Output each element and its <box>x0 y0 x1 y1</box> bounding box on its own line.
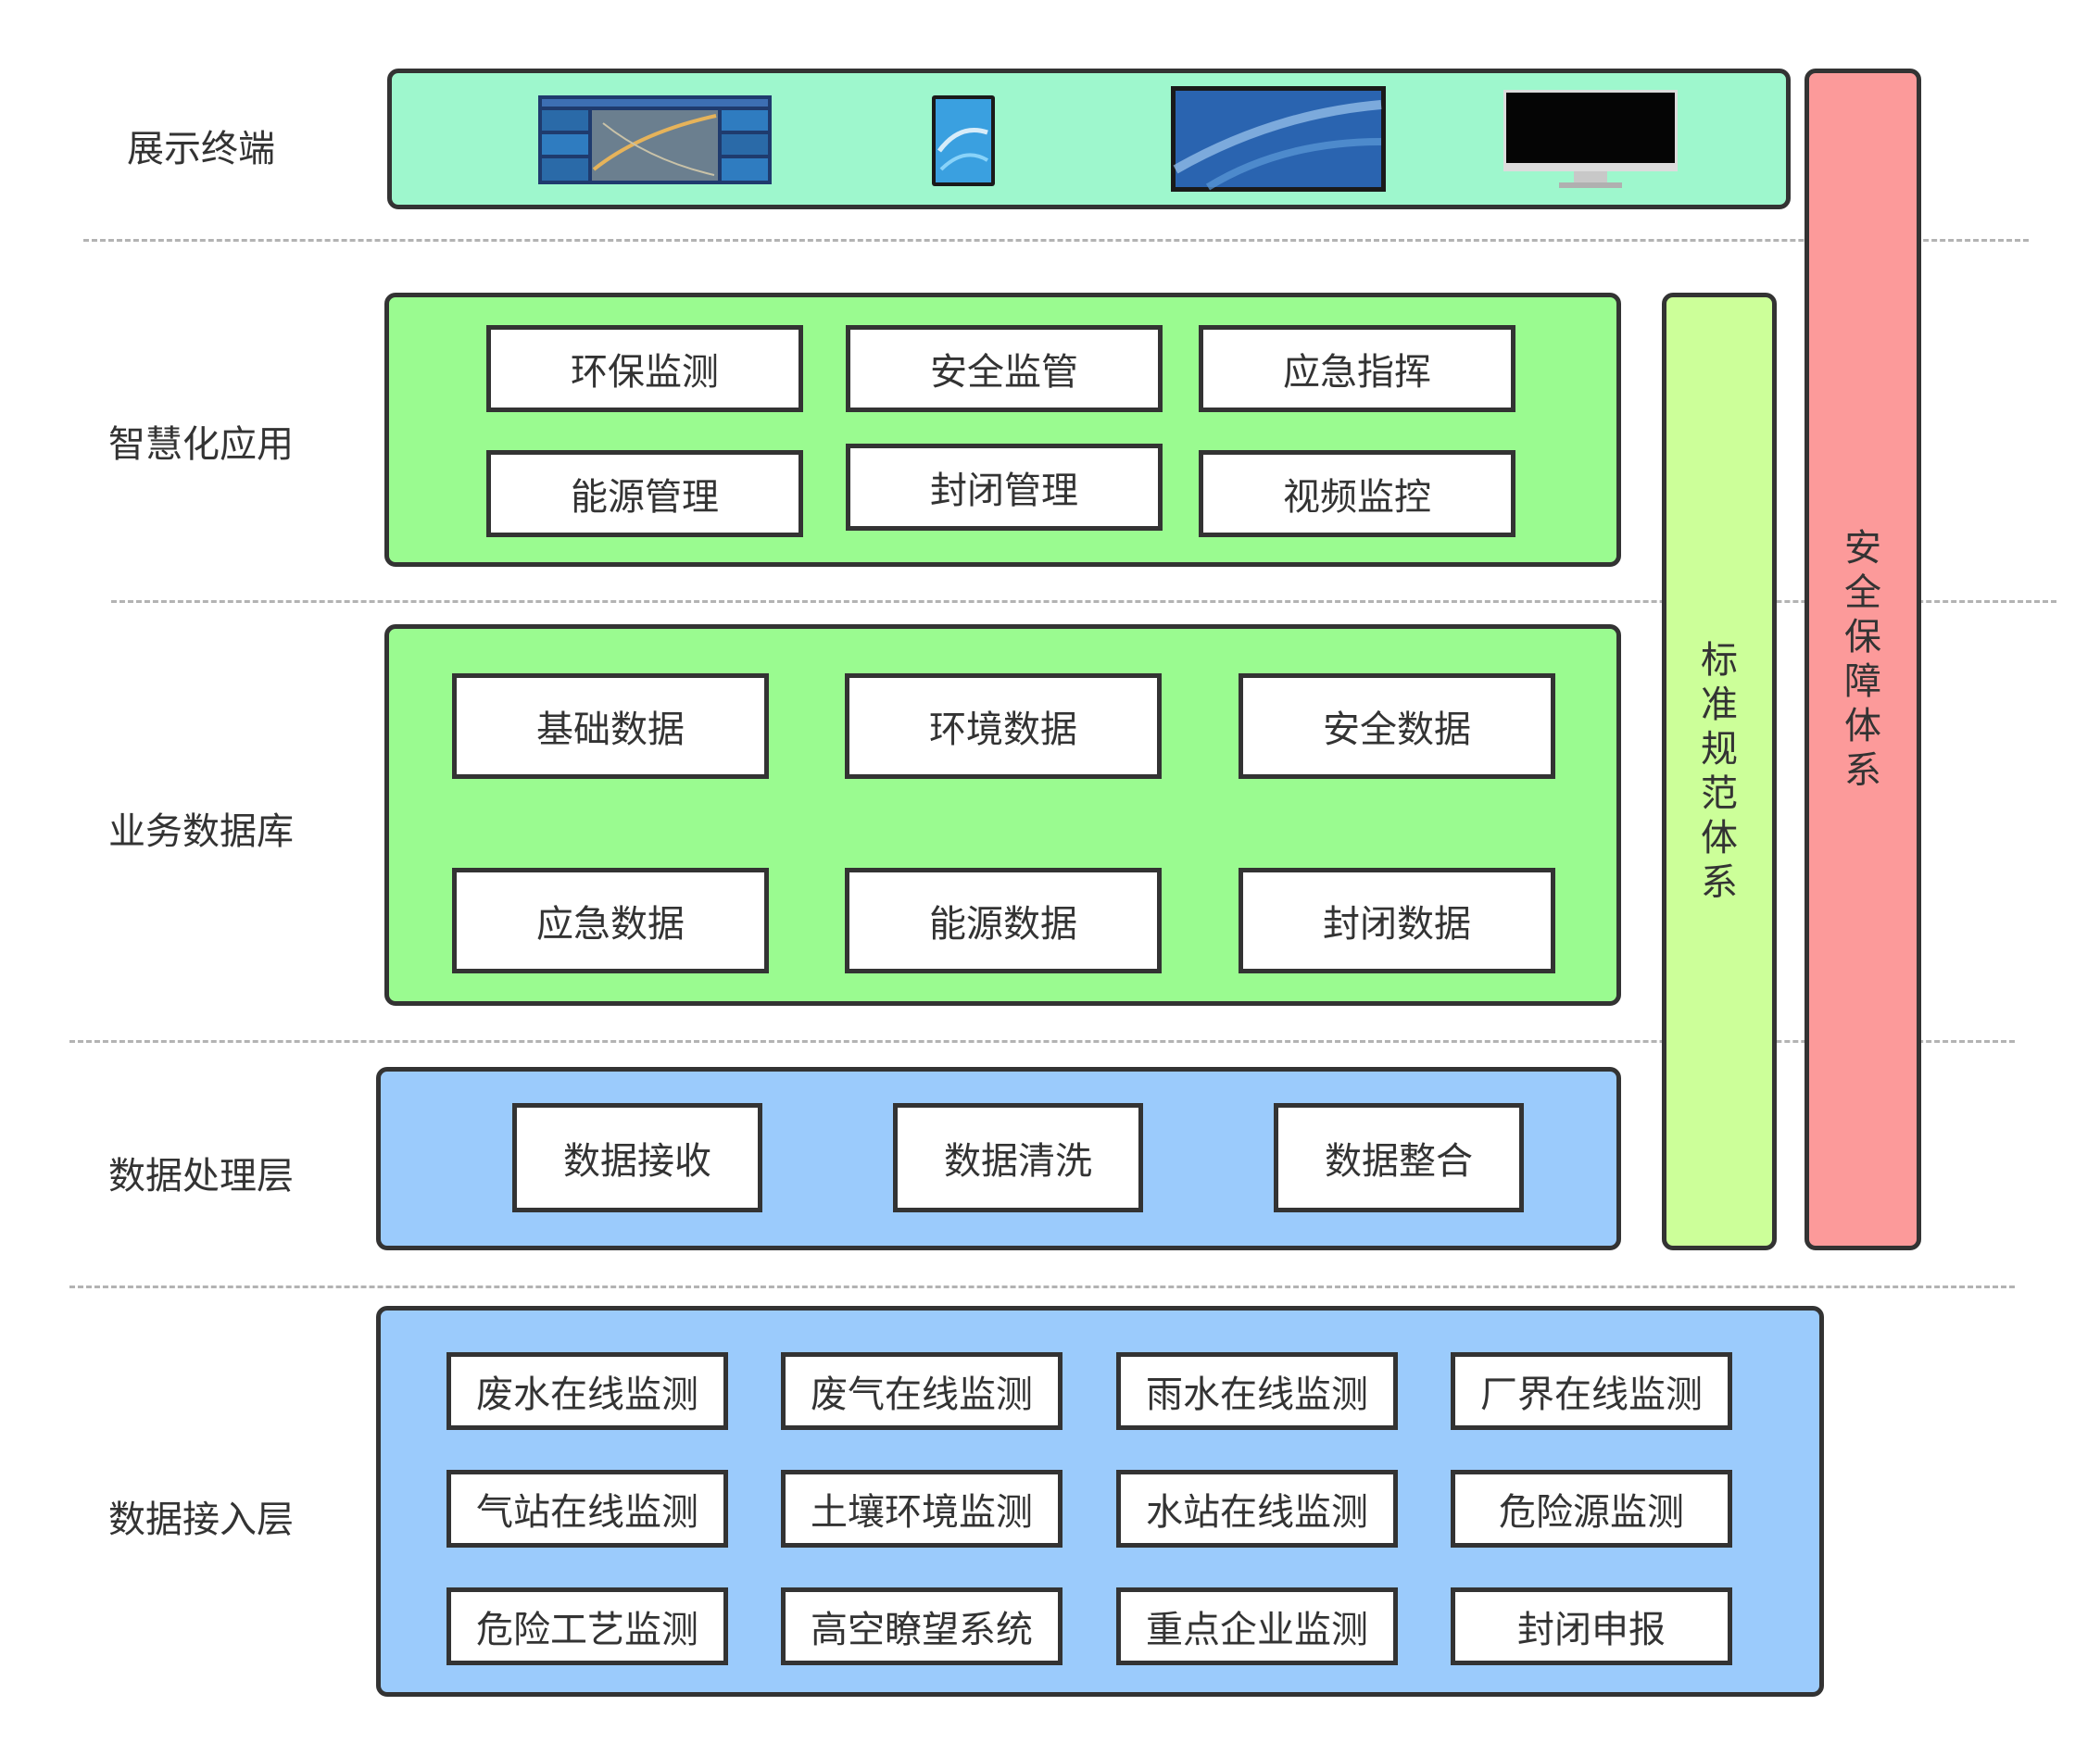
app-box-energy: 能源管理 <box>486 450 803 537</box>
divider-1 <box>83 239 2029 242</box>
proc-box-clean: 数据清洗 <box>893 1103 1143 1212</box>
app-box-video: 视频监控 <box>1199 450 1515 537</box>
db-box-environment: 环境数据 <box>845 673 1162 779</box>
access-box: 废气在线监测 <box>781 1352 1063 1430</box>
access-panel: 废水在线监测 废气在线监测 雨水在线监测 厂界在线监测 气站在线监测 土壤环境监… <box>376 1306 1824 1697</box>
display-terminal-panel <box>387 69 1791 209</box>
access-box: 气站在线监测 <box>446 1470 728 1548</box>
db-box-energy: 能源数据 <box>845 868 1162 973</box>
divider-2 <box>111 600 2056 603</box>
access-box: 封闭申报 <box>1451 1587 1732 1665</box>
app-box-environment: 环保监测 <box>486 325 803 412</box>
layer-label-database: 业务数据库 <box>108 810 294 853</box>
access-box: 水站在线监测 <box>1116 1470 1398 1548</box>
standard-system-bar: 标准规范体系 <box>1662 293 1777 1250</box>
db-box-safety: 安全数据 <box>1239 673 1555 779</box>
access-box: 高空瞭望系统 <box>781 1587 1063 1665</box>
proc-box-integrate: 数据整合 <box>1274 1103 1524 1212</box>
access-box: 重点企业监测 <box>1116 1587 1398 1665</box>
layer-label-application: 智慧化应用 <box>108 423 294 466</box>
access-box: 雨水在线监测 <box>1116 1352 1398 1430</box>
db-box-closure: 封闭数据 <box>1239 868 1555 973</box>
app-box-emergency: 应急指挥 <box>1199 325 1515 412</box>
access-box: 废水在线监测 <box>446 1352 728 1430</box>
layer-label-display: 展示终端 <box>127 128 275 170</box>
access-box: 危险工艺监测 <box>446 1587 728 1665</box>
standard-system-label: 标准规范体系 <box>1701 639 1738 904</box>
database-panel: 基础数据 环境数据 安全数据 应急数据 能源数据 封闭数据 <box>384 624 1621 1006</box>
db-box-basic: 基础数据 <box>452 673 769 779</box>
app-box-safety: 安全监管 <box>846 325 1163 412</box>
tablet-icon <box>932 95 995 186</box>
application-panel: 环保监测 安全监管 应急指挥 能源管理 封闭管理 视频监控 <box>384 293 1621 567</box>
access-box: 厂界在线监测 <box>1451 1352 1732 1430</box>
access-box: 土壤环境监测 <box>781 1470 1063 1548</box>
dashboard-screen-icon <box>538 95 772 184</box>
divider-3 <box>69 1040 2015 1043</box>
desktop-monitor-icon <box>1503 90 1678 188</box>
db-box-emergency: 应急数据 <box>452 868 769 973</box>
monitor-blue-icon <box>1171 86 1386 192</box>
proc-box-receive: 数据接收 <box>512 1103 762 1212</box>
divider-4 <box>69 1286 2015 1288</box>
security-system-bar: 安全保障体系 <box>1804 69 1921 1250</box>
layer-label-access: 数据接入层 <box>108 1499 294 1541</box>
access-box: 危险源监测 <box>1451 1470 1732 1548</box>
security-system-label: 安全保障体系 <box>1844 527 1881 792</box>
layer-label-processing: 数据处理层 <box>108 1155 294 1198</box>
processing-panel: 数据接收 数据清洗 数据整合 <box>376 1067 1621 1250</box>
app-box-closure: 封闭管理 <box>846 444 1163 531</box>
